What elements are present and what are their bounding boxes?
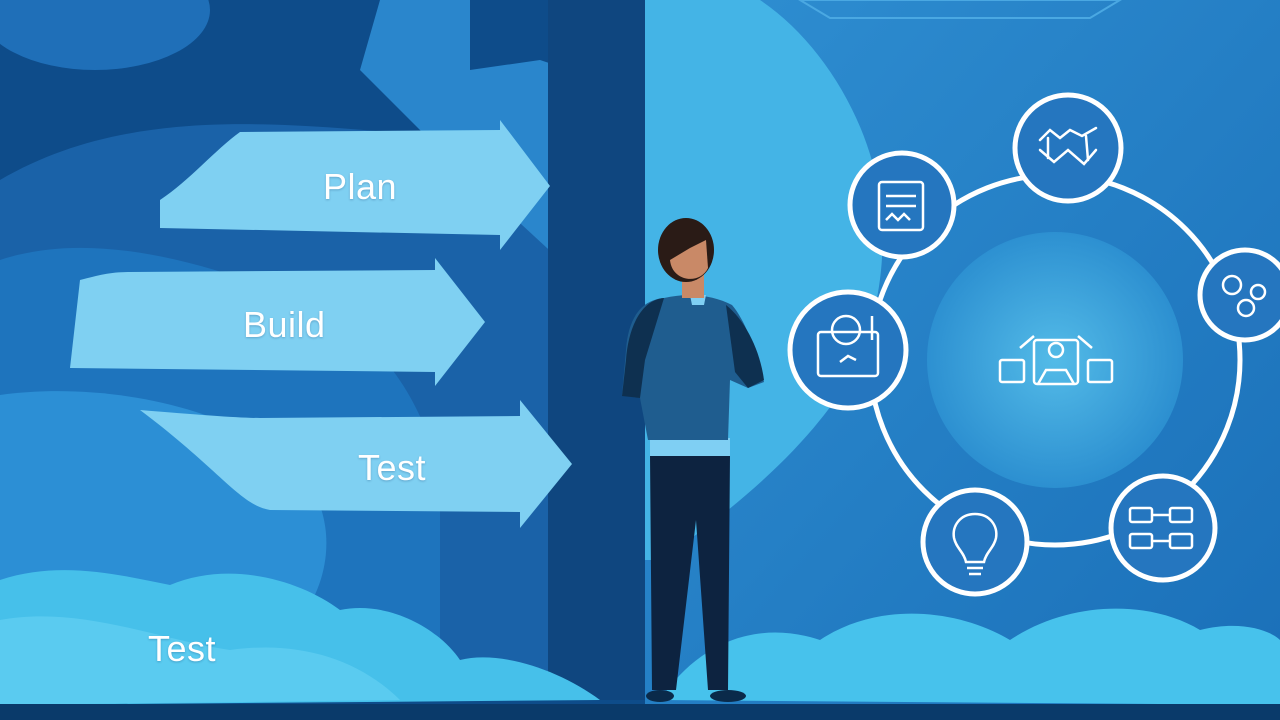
gears-icon — [1221, 274, 1267, 318]
floor — [0, 704, 1280, 720]
cycle-node-lightbulb — [920, 487, 1030, 597]
cycle-node-flowchart — [1108, 473, 1218, 583]
decor-frame — [798, 0, 1122, 19]
cycle-node-gears — [1197, 247, 1280, 343]
cycle-node-document — [847, 150, 957, 260]
decor-blob — [0, 0, 210, 70]
arrow-build — [70, 258, 485, 386]
person-figure — [622, 218, 764, 702]
arrow-label-plan: Plan — [323, 166, 398, 207]
cloud-right — [660, 608, 1280, 705]
arrow-label-test: Test — [358, 447, 427, 488]
cloud-left — [0, 616, 400, 705]
user-monitor-icon — [816, 314, 880, 378]
footer-label-test: Test — [148, 628, 217, 669]
center-glow — [927, 232, 1183, 488]
document-icon — [877, 180, 925, 232]
arrow-plan — [160, 120, 550, 250]
handshake-icon — [1038, 126, 1098, 166]
team-collaboration-icon — [998, 335, 1114, 386]
flowchart-icon — [1128, 506, 1194, 550]
arrow-test — [140, 400, 572, 528]
cycle-node-user — [787, 289, 909, 411]
lightbulb-icon — [952, 512, 998, 576]
arrow-label-build: Build — [243, 304, 326, 345]
cycle-node-handshake — [1012, 92, 1124, 204]
